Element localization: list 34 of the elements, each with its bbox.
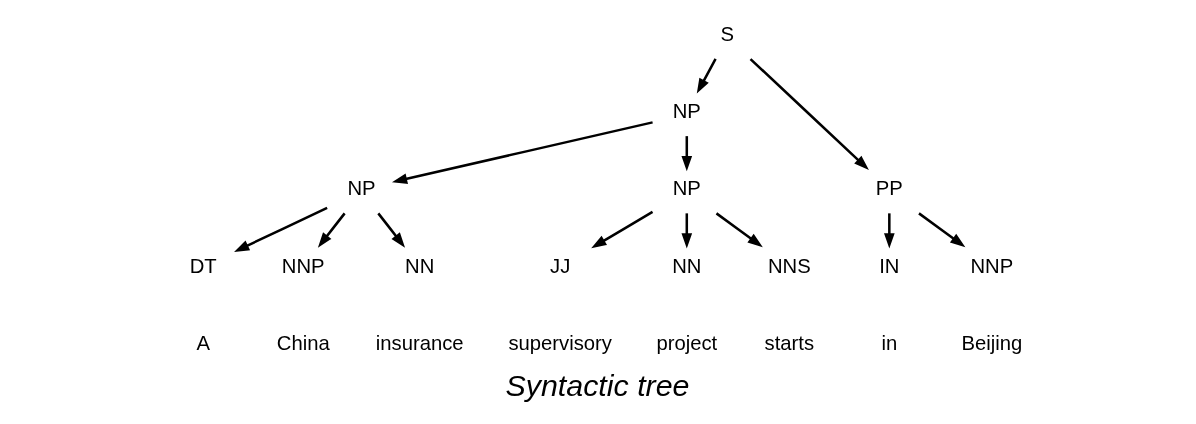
- arrow: [590, 210, 653, 249]
- node-text: IN: [878, 254, 899, 277]
- node-text: S: [720, 22, 734, 45]
- arrow: [883, 213, 895, 249]
- arrow: [749, 58, 869, 171]
- node-text: NP: [672, 100, 701, 123]
- arrow: [680, 136, 692, 172]
- label: Beijing: [960, 331, 1022, 354]
- label: insurance: [375, 331, 464, 354]
- node-text: NP: [346, 177, 376, 200]
- arrow: [317, 212, 346, 248]
- arrow: [917, 212, 965, 248]
- node-text: PP: [875, 177, 903, 200]
- node-text: NN: [404, 254, 434, 277]
- arrow: [233, 206, 328, 252]
- node-text: NN: [671, 254, 701, 277]
- label: starts: [764, 331, 814, 354]
- node-text: NP: [672, 177, 701, 200]
- label: A: [195, 331, 210, 354]
- caption: Syntactic tree: [504, 367, 689, 402]
- label: project: [655, 331, 717, 354]
- label: in: [880, 331, 897, 354]
- node-text: JJ: [549, 254, 570, 277]
- label: supervisory: [507, 331, 612, 354]
- label: China: [276, 331, 330, 354]
- node-text: NNP: [969, 254, 1013, 277]
- arrow: [680, 213, 692, 249]
- arrow: [715, 212, 763, 248]
- node-text: NNS: [767, 254, 811, 277]
- node-text: DT: [189, 254, 217, 277]
- node-text: NNP: [281, 254, 325, 277]
- arrow: [696, 58, 717, 94]
- arrow: [376, 212, 405, 248]
- arrow: [391, 121, 653, 184]
